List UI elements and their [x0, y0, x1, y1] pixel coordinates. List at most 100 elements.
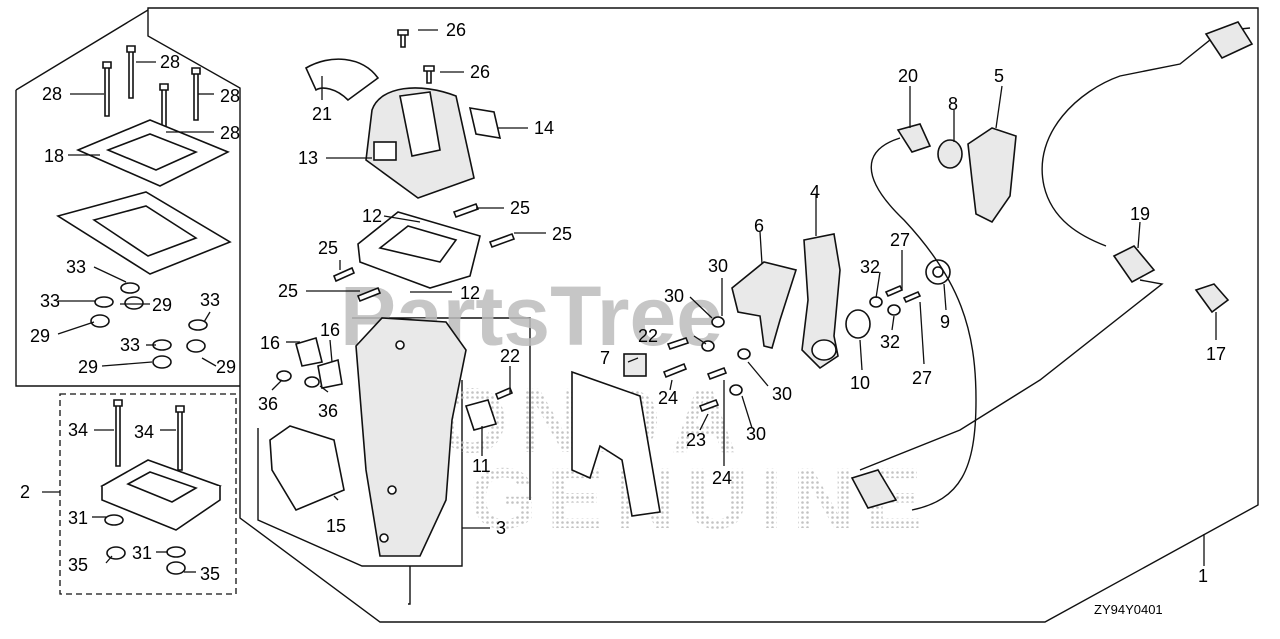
callout-29d: 29: [216, 357, 236, 377]
callout-7: 7: [600, 348, 610, 368]
callout-36b: 36: [318, 401, 338, 421]
pad-10: [845, 309, 871, 339]
cable-19: [1041, 27, 1251, 247]
callout-26b: 26: [470, 62, 490, 82]
assembly-outline-3: [257, 380, 463, 567]
callout-28a: 28: [42, 84, 62, 104]
callout-32a: 32: [860, 257, 880, 277]
callout-35a: 35: [68, 555, 88, 575]
callout-8: 8: [948, 94, 958, 114]
callout-24b: 24: [712, 468, 732, 488]
screw-26b: [423, 65, 435, 84]
callout-22a: 22: [500, 346, 520, 366]
callout-2: 2: [20, 482, 30, 502]
callout-28c: 28: [220, 86, 240, 106]
callout-33a: 33: [66, 257, 86, 277]
connector-20: [896, 123, 932, 153]
callout-14: 14: [534, 118, 554, 138]
callout-31b: 31: [132, 543, 152, 563]
callout-29a: 29: [152, 295, 172, 315]
callout-30c: 30: [772, 384, 792, 404]
assembly-outline-left: [15, 9, 240, 387]
part-2-drawing: [100, 399, 222, 575]
watermark-line3: GENUINE: [470, 451, 932, 547]
clip-16a: [295, 336, 323, 367]
screw-25c: [332, 266, 356, 283]
lever-4: [801, 233, 841, 370]
screw-26a: [397, 29, 409, 48]
clip-17: [1194, 283, 1230, 314]
callout-27b: 27: [912, 368, 932, 388]
gasket-middle: [571, 370, 661, 517]
callout-3: 3: [496, 518, 506, 538]
clamp-11: [464, 399, 498, 431]
assembly-outline-3c: [408, 566, 411, 605]
assembly-outline-1: [147, 7, 1259, 623]
bolt-28-group: [102, 45, 201, 137]
cap-8: [937, 139, 963, 169]
callout-20: 20: [898, 66, 918, 86]
callout-13: 13: [298, 148, 318, 168]
cover-21: [304, 58, 380, 102]
callout-15: 15: [326, 516, 346, 536]
callout-16a: 16: [260, 333, 280, 353]
group-outlines: [15, 7, 1259, 623]
screw-25a: [452, 202, 480, 219]
parts-drawings: [56, 21, 1254, 575]
callout-labels: 26 26 28 28 28 28 21 14 13 18 12 25 25 2…: [20, 20, 1226, 586]
callout-33c: 33: [200, 290, 220, 310]
bracket-3: [355, 317, 467, 557]
callout-27a: 27: [890, 230, 910, 250]
callout-9: 9: [940, 312, 950, 332]
lever-6: [731, 261, 798, 349]
screw-25d: [356, 286, 382, 303]
grip-5: [967, 127, 1017, 224]
callout-11: 11: [472, 456, 491, 476]
clip-16b: [317, 358, 343, 389]
callout-30a: 30: [708, 256, 728, 276]
diagram-code: ZY94Y0401: [1094, 602, 1163, 617]
callout-18: 18: [44, 146, 64, 166]
washers-nuts: [90, 282, 208, 369]
callout-34a: 34: [68, 420, 88, 440]
callout-32b: 32: [880, 332, 900, 352]
callout-35b: 35: [200, 564, 220, 584]
callout-29b: 29: [30, 326, 50, 346]
assembly-outline-3b: [352, 317, 531, 500]
clip-14: [468, 107, 502, 139]
callout-22b: 22: [638, 326, 658, 346]
callout-10: 10: [850, 373, 870, 393]
callout-1: 1: [1198, 566, 1208, 586]
assembly-outline-2: [59, 393, 237, 595]
callout-5: 5: [994, 66, 1004, 86]
callout-30d: 30: [746, 424, 766, 444]
callout-16b: 16: [320, 320, 340, 340]
callout-24a: 24: [658, 388, 678, 408]
callout-31a: 31: [68, 508, 88, 528]
plate-15: [269, 425, 345, 512]
callout-21: 21: [312, 104, 332, 124]
callout-17: 17: [1206, 344, 1226, 364]
callout-25b: 25: [552, 224, 572, 244]
callout-28d: 28: [220, 123, 240, 143]
callout-36a: 36: [258, 394, 278, 414]
callout-25d: 25: [278, 281, 298, 301]
callout-33d: 33: [120, 335, 140, 355]
callout-4: 4: [810, 182, 820, 202]
harness-20: [870, 137, 977, 511]
callout-33b: 33: [40, 291, 60, 311]
screw-25b: [488, 232, 516, 249]
callout-12b: 12: [460, 283, 480, 303]
callout-25a: 25: [510, 198, 530, 218]
plug-7: [623, 353, 647, 377]
callout-29c: 29: [78, 357, 98, 377]
callout-12a: 12: [362, 206, 382, 226]
callout-34b: 34: [134, 422, 154, 442]
callout-23: 23: [686, 430, 706, 450]
callout-25c: 25: [318, 238, 338, 258]
callout-28b: 28: [160, 52, 180, 72]
callout-6: 6: [754, 216, 764, 236]
callout-19: 19: [1130, 204, 1150, 224]
